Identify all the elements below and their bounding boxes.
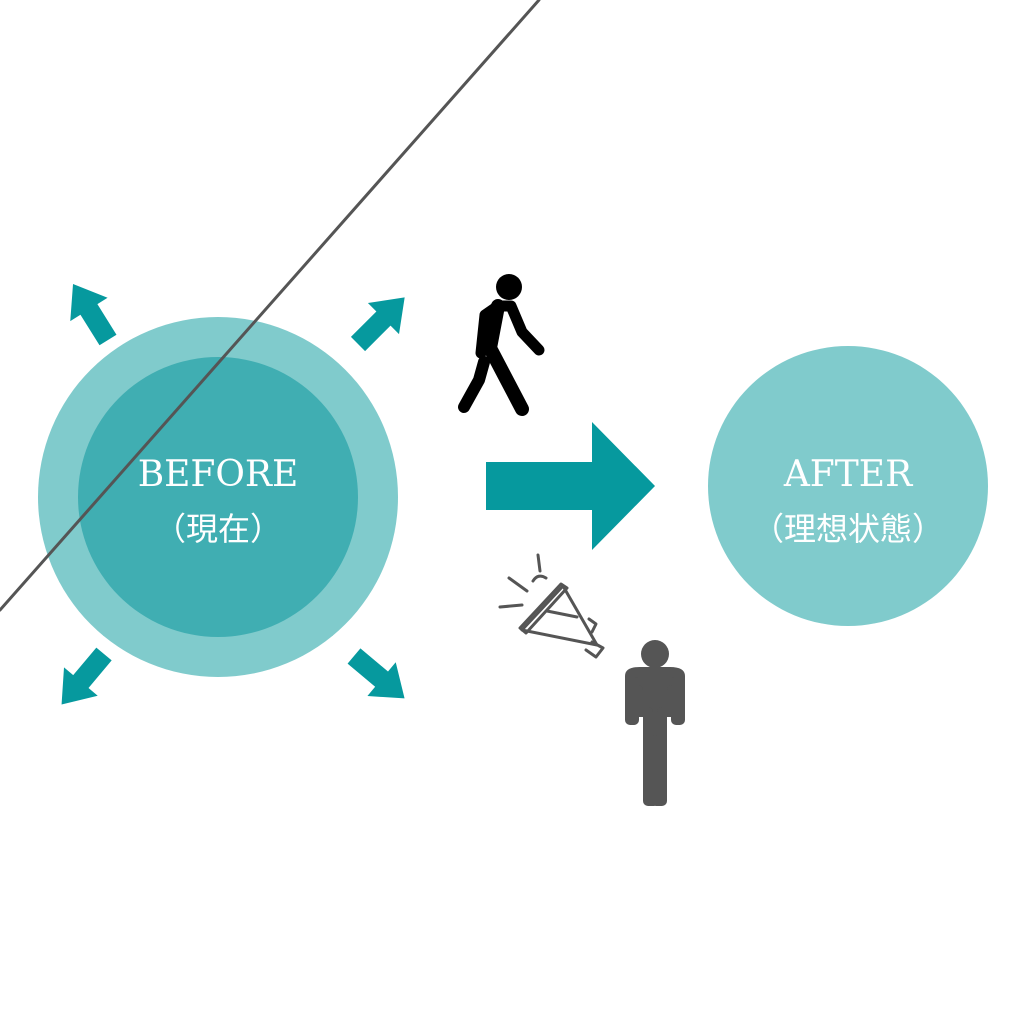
expand-arrow-icon-top-right: [342, 281, 421, 360]
standing-person-icon: [625, 640, 685, 806]
expand-arrow-icon-bottom-right: [339, 639, 419, 716]
expand-arrow-icon-top-left: [54, 272, 127, 352]
before-circle: BEFORE （現在）: [38, 317, 398, 677]
right-arrow-icon: [486, 422, 655, 550]
megaphone-icon: [0, 0, 605, 659]
walking-person-icon: [458, 274, 545, 416]
after-title: AFTER: [783, 454, 913, 495]
expand-arrow-icon-bottom-left: [44, 639, 121, 719]
before-subtitle: （現在）: [154, 510, 282, 548]
before-title: BEFORE: [138, 454, 299, 495]
after-subtitle: （理想状態）: [752, 510, 944, 548]
after-circle: AFTER （理想状態）: [708, 346, 988, 626]
